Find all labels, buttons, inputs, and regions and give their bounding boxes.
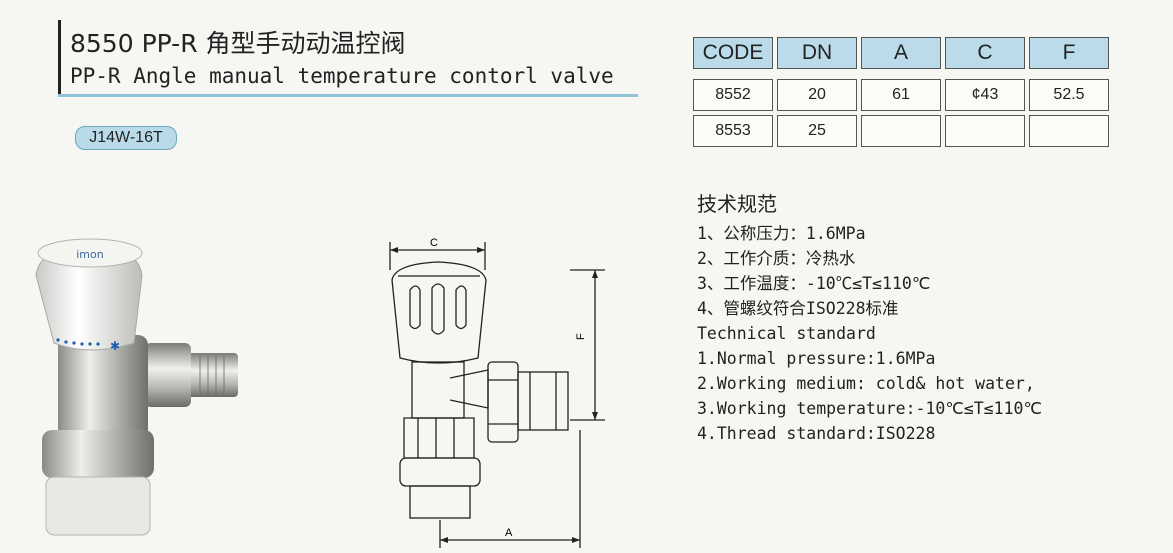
header-code: CODE — [693, 37, 773, 69]
drawing-union-nut — [487, 361, 519, 443]
header-bar — [58, 20, 61, 96]
model-badge: J14W-16T — [75, 126, 177, 150]
tech-line: 3、工作温度：-10℃≤T≤110℃ — [697, 274, 931, 293]
cell-dn: 25 — [777, 115, 857, 147]
knob-grip — [431, 283, 445, 335]
cell-dn: 20 — [777, 79, 857, 111]
cell-c: ¢43 — [945, 79, 1025, 111]
tech-heading: 技术规范 — [697, 192, 777, 216]
knob-cap — [37, 238, 143, 268]
knob-grip — [409, 285, 421, 330]
tech-line: Technical standard — [697, 324, 876, 343]
page-header: 8550 PP-R 角型手动动温控阀 PP-R Angle manual tem… — [58, 18, 638, 98]
snowflake-icon: ✱ — [110, 339, 120, 353]
tech-line: 1.Normal pressure:1.6MPa — [697, 349, 936, 368]
cell-f: 52.5 — [1029, 79, 1109, 111]
table-header-row: CODE DN A C F — [693, 37, 1109, 69]
knob-logo: imon — [76, 248, 104, 261]
cell-a: 61 — [861, 79, 941, 111]
tech-line: 4、管螺纹符合ISO228标准 — [697, 299, 899, 318]
header-dn: DN — [777, 37, 857, 69]
bottom-nut — [42, 430, 154, 478]
drawing-bottom-nut — [403, 417, 475, 459]
header-f: F — [1029, 37, 1109, 69]
cell-code: 8553 — [693, 115, 773, 147]
cell-code: 8552 — [693, 79, 773, 111]
dim-label-a: A — [505, 527, 513, 539]
drawing-outlet — [517, 371, 569, 431]
drawing-knob — [391, 261, 487, 364]
spec-table: CODE DN A C F 8552 20 61 ¢43 52.5 8553 2… — [689, 33, 1113, 151]
valve-body — [58, 335, 148, 455]
header-underline — [58, 94, 638, 97]
knob-grip — [455, 285, 467, 330]
table-row: 8553 25 — [693, 115, 1109, 147]
table-row: 8552 20 61 ¢43 52.5 — [693, 79, 1109, 111]
product-photo: imon ✱ — [35, 238, 238, 536]
technical-drawing: C F A — [389, 237, 605, 548]
drawing-ring — [399, 457, 481, 487]
technical-spec: 技术规范 1、公称压力：1.6MPa 2、工作介质：冷热水 3、工作温度：-10… — [697, 188, 1157, 446]
tech-line: 4.Thread standard:ISO228 — [697, 424, 936, 443]
cell-f — [1029, 115, 1109, 147]
dim-label-f: F — [575, 333, 587, 340]
ppr-socket — [45, 476, 151, 536]
drawing-body — [411, 361, 465, 419]
union-nut — [145, 343, 191, 407]
title-english: PP-R Angle manual temperature contorl va… — [70, 64, 614, 88]
cell-c — [945, 115, 1025, 147]
dim-label-c: C — [430, 237, 438, 249]
tech-line: 3.Working temperature:-10℃≤T≤110℃ — [697, 399, 1043, 418]
tech-line: 2.Working medium: cold& hot water, — [697, 374, 1035, 393]
drawing-neck — [449, 369, 489, 409]
tech-line: 2、工作介质：冷热水 — [697, 249, 856, 268]
header-a: A — [861, 37, 941, 69]
tech-line: 1、公称压力：1.6MPa — [697, 224, 866, 243]
cell-a — [861, 115, 941, 147]
title-chinese: 8550 PP-R 角型手动动温控阀 — [70, 29, 406, 58]
drawing-socket — [409, 485, 471, 519]
header-c: C — [945, 37, 1025, 69]
